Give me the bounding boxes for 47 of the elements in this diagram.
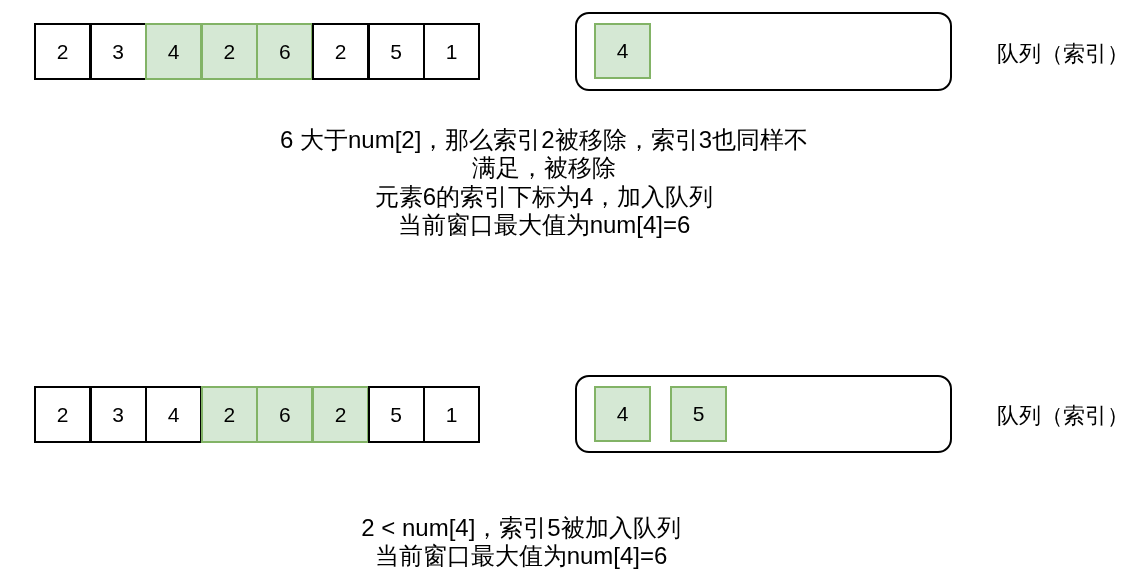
array-cell — [312, 386, 369, 443]
cell-value: 2 — [334, 39, 347, 64]
explanation-text: 元素6的索引下标为4，加入队列 — [374, 183, 714, 211]
queue-caption: 队列（索引） — [997, 402, 1129, 430]
cell-value: 5 — [390, 39, 402, 64]
array-cell — [34, 386, 91, 443]
array-cell — [367, 23, 425, 80]
cell-value: 1 — [445, 39, 458, 64]
explanation-text: 2 < num[4]，索引5被加入队列 — [361, 514, 681, 542]
array-cell — [200, 23, 258, 80]
cell-value: 4 — [616, 39, 629, 63]
explanation-text: 当前窗口最大值为num[4]=6 — [397, 211, 691, 239]
cell-value: 4 — [167, 39, 180, 64]
array-cell — [423, 386, 481, 443]
queue-cell — [670, 386, 727, 442]
cell-value: 6 — [279, 39, 291, 64]
cell-value: 3 — [112, 39, 124, 64]
array-cell — [367, 386, 425, 443]
cell-value: 2 — [334, 402, 347, 427]
cell-value: 2 — [56, 402, 69, 427]
array-cell — [200, 386, 258, 443]
queue-caption: 队列（索引） — [997, 40, 1129, 68]
array-cell — [89, 23, 147, 80]
array-cell — [145, 386, 203, 443]
queue-container — [575, 12, 952, 91]
cell-value: 1 — [445, 402, 458, 427]
array-cell — [34, 23, 91, 80]
array-cell — [256, 23, 314, 80]
cell-value: 4 — [616, 402, 629, 426]
cell-value: 4 — [167, 402, 180, 427]
array-cell — [312, 23, 369, 80]
array-cell — [423, 23, 481, 80]
cell-value: 5 — [692, 402, 705, 426]
cell-value: 3 — [112, 402, 124, 427]
cell-value: 6 — [279, 402, 291, 427]
cell-value: 5 — [390, 402, 402, 427]
array-cell — [145, 23, 203, 80]
explanation-text: 6 大于num[2]，那么索引2被移除，索引3也同样不满足，被移除 — [278, 126, 810, 182]
queue-container — [575, 375, 952, 453]
cell-value: 2 — [223, 39, 236, 64]
array-cell — [89, 386, 147, 443]
cell-value: 2 — [56, 39, 69, 64]
cell-value: 2 — [223, 402, 236, 427]
queue-cell — [594, 23, 651, 79]
explanation-text: 当前窗口最大值为num[4]=6 — [374, 542, 668, 570]
queue-cell — [594, 386, 651, 442]
array-cell — [256, 386, 314, 443]
